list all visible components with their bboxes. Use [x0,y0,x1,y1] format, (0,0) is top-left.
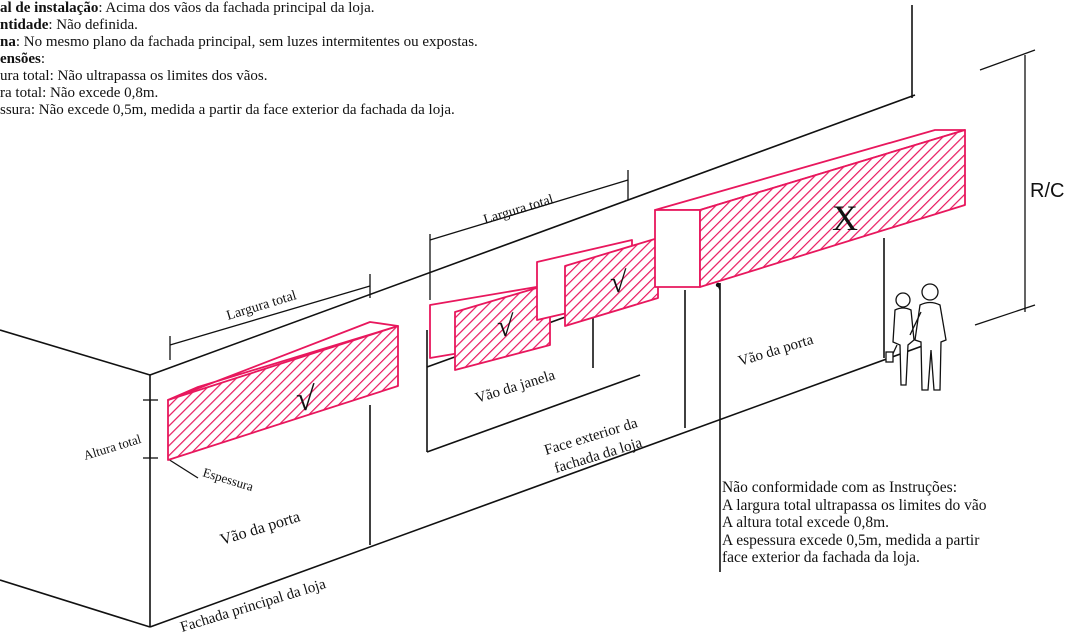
spec-height: ra total: Não excede 0,8m. [0,85,159,101]
note-line-height: A altura total excede 0,8m. [722,514,889,531]
specification-text: al de instalação: Acima dos vãos da fach… [0,0,478,119]
note-title: Não conformidade com as Instruções: [722,479,958,496]
cross-mark: X [832,198,858,238]
label-main-facade: Fachada principal da loja [178,576,328,636]
label-ground-floor: R/C [1030,180,1064,202]
sign-box-window-2 [536,237,659,327]
sign-box-oversized [654,129,966,288]
note-line-width: A largura total ultrapassa os limites do… [722,496,987,514]
label-width-window: Largura total [482,192,556,228]
spec-form: na: No mesmo plano da fachada principal,… [0,34,478,50]
anchor-dot [715,282,721,288]
spec-quantity: ntidade: Não definida. [0,17,138,33]
spec-location: al de instalação: Acima dos vãos da fach… [0,0,375,16]
non-compliance-note: Não conformidade com as Instruções: A la… [722,479,986,567]
check-mark-window-1: √ [497,310,514,343]
sign-box-window-1 [429,283,551,371]
note-line-face: face exterior da fachada da loja. [722,549,920,566]
note-line-thickness: A espessura excede 0,5m, medida a partir [722,531,980,549]
spec-width: ura total: Não ultrapassa os limites dos… [0,68,268,84]
label-height: Altura total [81,431,143,463]
check-mark-window-2: √ [610,266,627,299]
label-window: Vão da janela [473,367,557,407]
label-door-left: Vão da porta [218,508,302,548]
label-thickness: Espessura [201,465,255,495]
spec-dimensions: ensões: [0,51,46,67]
check-mark-door: √ [296,381,315,418]
dimension-lines [143,49,1036,479]
spec-thickness: ssura: Não excede 0,5m, medida a partir … [0,102,455,118]
label-door-right: Vão da porta [736,332,815,370]
sign-box-door-left [167,321,399,461]
pedestrians-icon [885,283,947,391]
